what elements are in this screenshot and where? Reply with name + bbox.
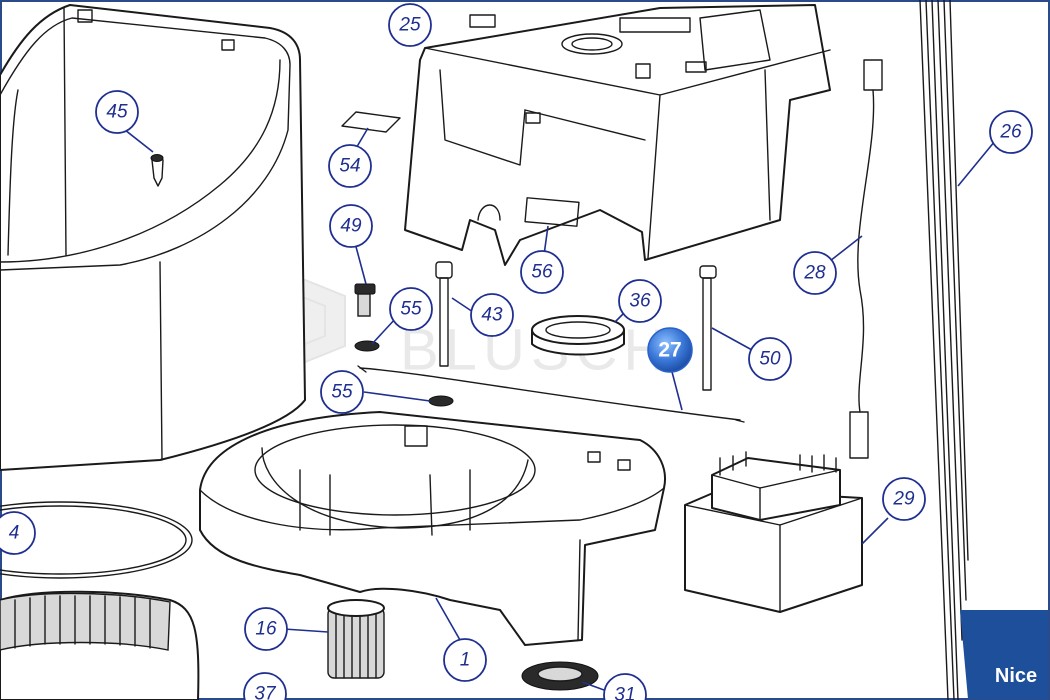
svg-text:55: 55 [400, 299, 422, 320]
part-55-washer-lower [428, 395, 454, 407]
svg-text:45: 45 [106, 102, 128, 123]
svg-text:4: 4 [9, 523, 20, 544]
callout-55-lower[interactable]: 55 [320, 370, 364, 414]
callout-50[interactable]: 50 [748, 337, 792, 381]
svg-text:27: 27 [658, 339, 681, 362]
callout-56[interactable]: 56 [520, 250, 564, 294]
brand-badge: Nice [960, 610, 1048, 699]
callout-55-upper[interactable]: 55 [389, 287, 433, 331]
part-54-label [341, 111, 401, 133]
callout-45[interactable]: 45 [95, 90, 139, 134]
part-31-bearing [521, 661, 599, 691]
part-26-rail [919, 0, 969, 700]
svg-text:26: 26 [999, 122, 1022, 143]
svg-text:54: 54 [339, 156, 360, 177]
part-50-pin [699, 265, 717, 391]
part-16-pinion [327, 599, 385, 679]
svg-text:31: 31 [614, 685, 635, 700]
callout-25[interactable]: 25 [388, 3, 432, 47]
part-main-housing [0, 4, 306, 471]
callout-29[interactable]: 29 [882, 477, 926, 521]
svg-text:50: 50 [759, 349, 781, 370]
part-36-ring [531, 315, 625, 356]
part-1-base [199, 411, 666, 646]
brand-badge-bg [960, 610, 1048, 699]
svg-text:37: 37 [254, 684, 277, 700]
leader-lines [124, 17, 996, 691]
svg-text:36: 36 [629, 291, 651, 312]
svg-text:29: 29 [892, 489, 915, 510]
callout-26[interactable]: 26 [989, 110, 1033, 154]
part-25-top-cover [404, 4, 831, 266]
part-29-transformer [684, 451, 863, 613]
callout-31[interactable]: 31 [603, 673, 647, 700]
callout-27-highlighted[interactable]: 27 [647, 327, 693, 373]
callout-16[interactable]: 16 [244, 607, 288, 651]
svg-text:25: 25 [398, 15, 421, 36]
svg-text:16: 16 [255, 619, 277, 640]
part-27-cable [357, 365, 745, 423]
callout-54[interactable]: 54 [328, 144, 372, 188]
callout-4[interactable]: 4 [0, 511, 36, 555]
part-4-ring [0, 501, 193, 579]
part-56-label [524, 197, 580, 227]
callout-28[interactable]: 28 [793, 251, 837, 295]
part-28-cable [849, 59, 883, 459]
part-55-washer-upper [354, 340, 380, 352]
part-49-screw [354, 283, 376, 317]
callout-43[interactable]: 43 [470, 293, 514, 337]
callout-37[interactable]: 37 [243, 672, 287, 700]
svg-text:28: 28 [803, 263, 826, 284]
part-43-pin [435, 261, 453, 367]
svg-text:1: 1 [460, 650, 471, 671]
svg-text:43: 43 [481, 305, 503, 326]
callout-49[interactable]: 49 [329, 204, 373, 248]
svg-text:56: 56 [531, 262, 553, 283]
callout-1[interactable]: 1 [443, 638, 487, 682]
part-37-ring-gear [0, 590, 200, 700]
svg-text:55: 55 [331, 382, 353, 403]
svg-text:49: 49 [340, 216, 362, 237]
callout-36[interactable]: 36 [618, 279, 662, 323]
part-45-screw [150, 154, 164, 187]
brand-logo-text: Nice [995, 665, 1037, 687]
